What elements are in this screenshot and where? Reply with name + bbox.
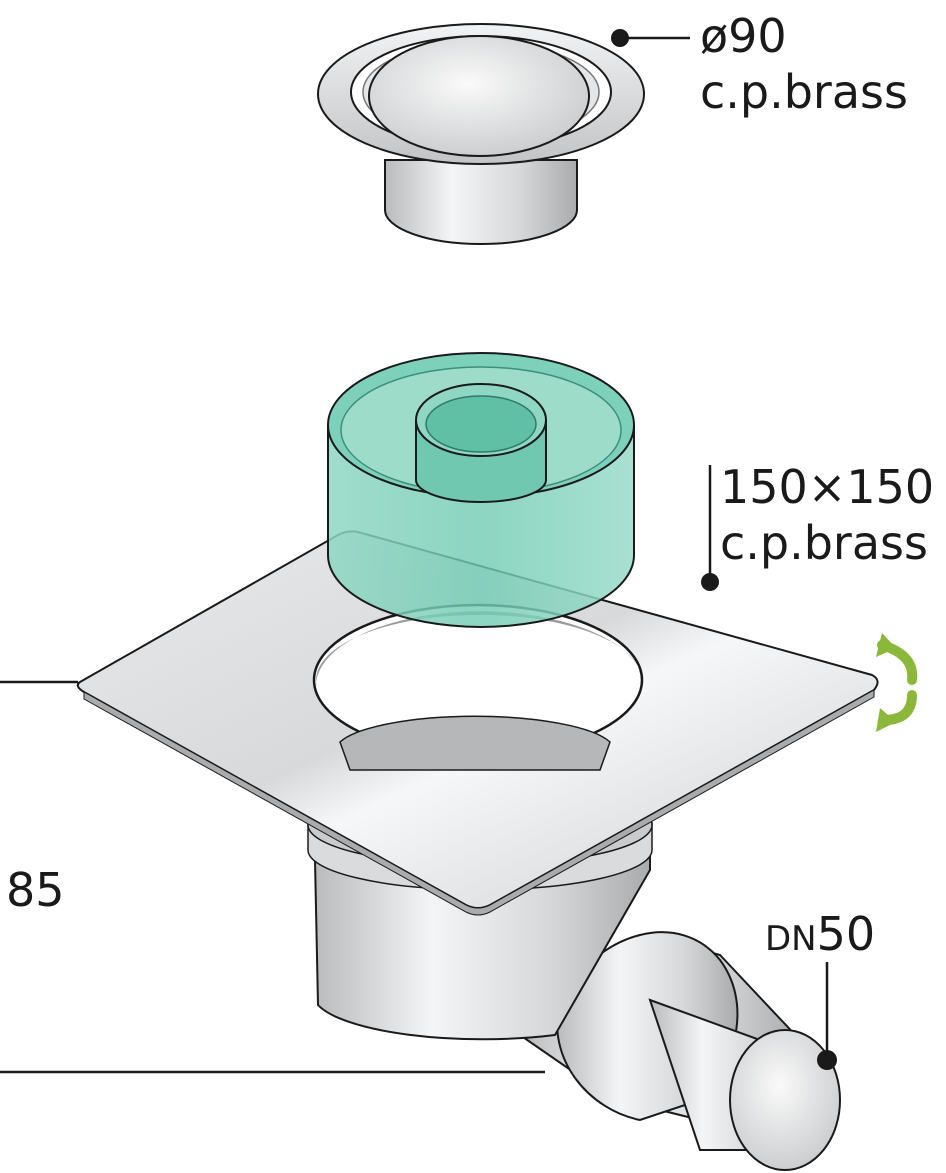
height-dimension: [0, 680, 545, 1074]
cap-callout: [611, 29, 690, 47]
cap-ring: [317, 23, 645, 245]
plate-size-label: 150×150: [720, 460, 934, 514]
plate-callout: [701, 465, 719, 591]
outlet-callout: [817, 962, 837, 1070]
outlet-prefix: DN: [765, 919, 817, 959]
outlet-size: 50: [817, 907, 876, 961]
rotate-arrows-icon: [876, 633, 918, 732]
cap-size-label: ø90: [700, 9, 787, 63]
outlet-label: DN50: [765, 907, 875, 961]
cap-material-label: c.p.brass: [700, 65, 908, 119]
drain-body: [307, 784, 841, 1171]
water-trap-insert: [327, 352, 635, 628]
plate-material-label: c.p.brass: [720, 516, 928, 570]
height-label: 85: [6, 863, 65, 917]
